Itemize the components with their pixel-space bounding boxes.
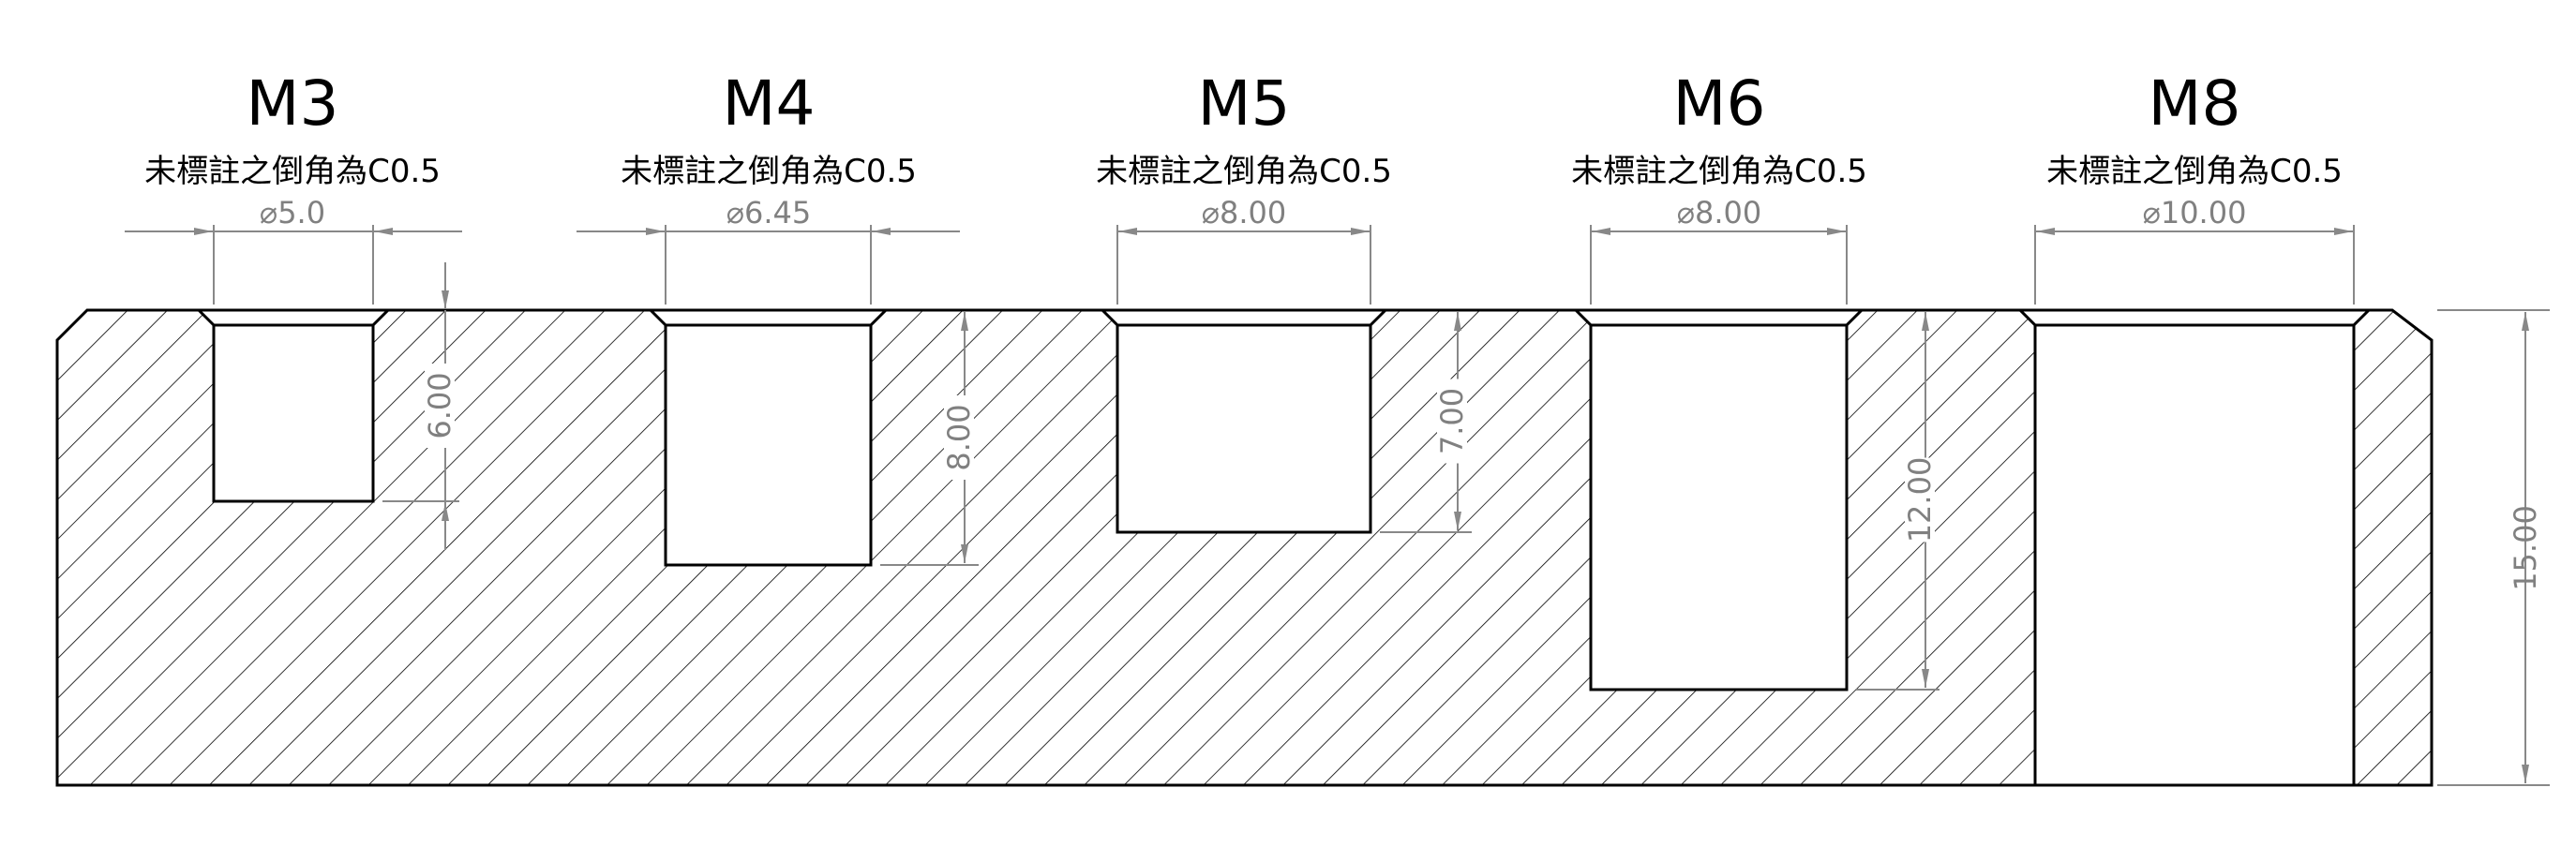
diameter-label: ⌀8.00 xyxy=(1202,195,1287,230)
part-body-section xyxy=(55,308,2434,787)
hole-title: M6 xyxy=(1673,67,1766,140)
diameter-label: ⌀10.00 xyxy=(2143,195,2247,230)
depth-dimension: 7.00 xyxy=(1380,312,1472,533)
depth-dimension: 8.00 xyxy=(880,312,979,566)
chamfer-note: 未標註之倒角為C0.5 xyxy=(621,153,917,190)
depth-label: 8.00 xyxy=(941,404,977,470)
chamfer-note: 未標註之倒角為C0.5 xyxy=(1096,153,1392,190)
hole-title: M3 xyxy=(247,67,339,140)
overall-height-dimension: 15.00 xyxy=(2437,309,2550,786)
diameter-label: ⌀5.0 xyxy=(260,195,325,230)
hole-title: M5 xyxy=(1198,67,1291,140)
chamfer-note: 未標註之倒角為C0.5 xyxy=(1571,153,1867,190)
hole-title: M4 xyxy=(723,67,816,140)
depth-label: 7.00 xyxy=(1434,388,1470,454)
diameter-dimension xyxy=(2034,225,2355,305)
depth-dimension: 6.00 xyxy=(382,262,459,550)
diameter-dimension xyxy=(577,225,960,305)
overall-height-label: 15.00 xyxy=(2508,505,2543,591)
depth-label: 6.00 xyxy=(422,372,457,438)
diameter-label: ⌀6.45 xyxy=(726,195,812,230)
depth-label: 12.00 xyxy=(1902,457,1938,543)
diameter-dimension xyxy=(1590,225,1848,305)
diameter-dimension xyxy=(125,225,462,305)
diameter-label: ⌀8.00 xyxy=(1677,195,1762,230)
chamfer-note: 未標註之倒角為C0.5 xyxy=(2046,153,2343,190)
diameter-dimension xyxy=(1116,225,1371,305)
chamfer-note: 未標註之倒角為C0.5 xyxy=(144,153,441,190)
depth-dimension: 12.00 xyxy=(1856,312,1939,691)
hole-title: M8 xyxy=(2149,67,2241,140)
